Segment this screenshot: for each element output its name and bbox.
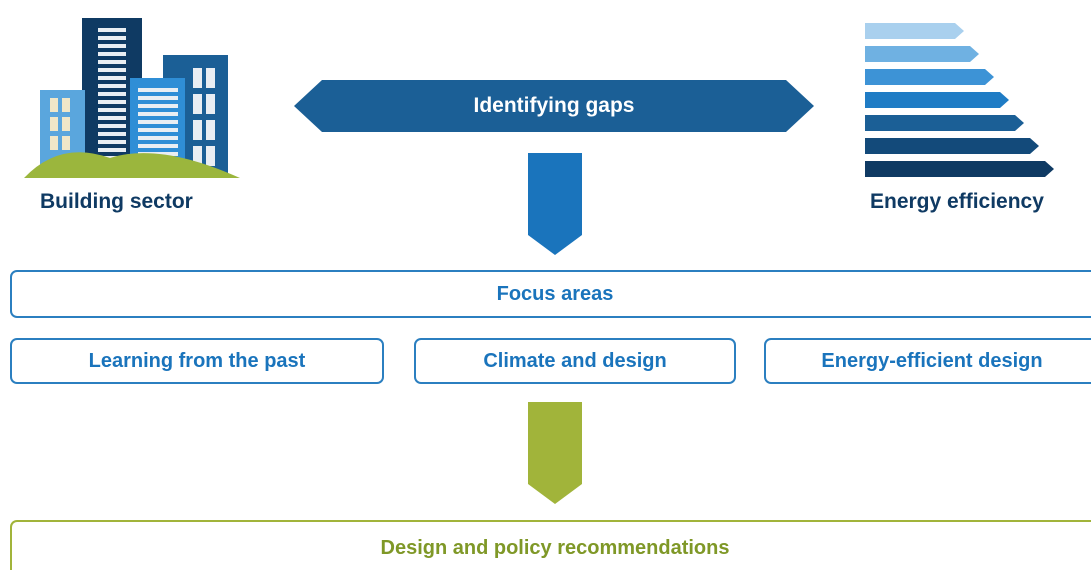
focus-item-label: Energy-efficient design xyxy=(821,349,1043,372)
focus-item-learning: Learning from the past xyxy=(10,338,384,384)
recommendations-box: Design and policy recommendations xyxy=(10,520,1091,570)
double-arrow-banner xyxy=(294,80,814,132)
building-sector-label: Building sector xyxy=(40,190,193,213)
down-arrow-icon xyxy=(528,153,582,255)
down-arrow-icon xyxy=(528,402,582,504)
focus-item-energy-design: Energy-efficient design xyxy=(764,338,1091,384)
focus-item-label: Learning from the past xyxy=(88,349,306,372)
focus-areas-box: Focus areas xyxy=(10,270,1091,318)
recommendations-label: Design and policy recommendations xyxy=(380,537,730,559)
buildings-icon xyxy=(24,18,240,178)
focus-areas-title: Focus areas xyxy=(496,282,614,305)
banner-label: Identifying gaps xyxy=(473,94,635,117)
focus-item-label: Climate and design xyxy=(483,349,667,372)
focus-item-climate: Climate and design xyxy=(414,338,736,384)
energy-efficiency-label: Energy efficiency xyxy=(870,190,1044,213)
energy-rating-bars-icon xyxy=(865,23,1054,177)
